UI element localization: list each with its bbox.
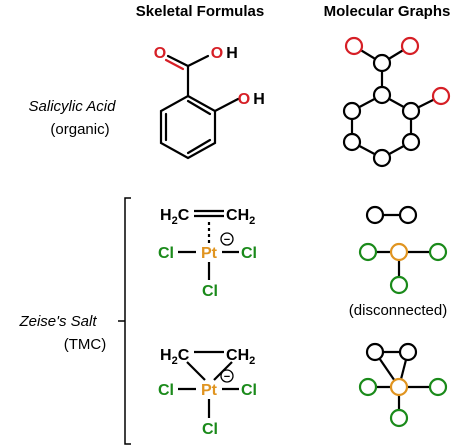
chlorine-bottom-label: Cl [202, 421, 218, 438]
phenol-hydrogen-label: H [253, 91, 265, 108]
header-molecular-graphs: Molecular Graphs [324, 3, 451, 20]
ethylene-carbon-right-label: CH2 [226, 207, 255, 227]
negative-charge-icon [220, 369, 234, 383]
graph-node-carbon [398, 342, 418, 362]
ring-carbon-left-label: H2C [160, 347, 190, 367]
graph-node-carbon [398, 205, 418, 225]
chlorine-left-label: Cl [158, 245, 174, 262]
zeise-graph-connected [358, 342, 448, 428]
graph-node-oxygen [431, 86, 451, 106]
carboxyl-hydroxyl-oxygen-label: O [211, 45, 223, 62]
chlorine-right-label: Cl [241, 382, 257, 399]
zeise-skeletal-metallacycle: H2C CH2 Pt Cl Cl Cl − [158, 347, 257, 438]
header-skeletal-formulas: Skeletal Formulas [136, 3, 264, 20]
negative-charge-icon [220, 232, 234, 246]
zeise-category-label: (TMC) [64, 336, 106, 353]
graph-node-carbon [372, 53, 392, 73]
graph-node-oxygen [400, 36, 420, 56]
graph-node-chlorine [389, 275, 409, 295]
graph-node-carbon [342, 132, 362, 152]
graph-node-carbon [365, 342, 385, 362]
negative-charge-sign: − [224, 234, 230, 246]
carboxyl-hydrogen-label: H [226, 45, 238, 62]
zeise-graph-disconnected [358, 205, 448, 295]
salicylic-category-label: (organic) [50, 121, 109, 138]
carboxyl-oxygen-label: O [154, 45, 166, 62]
salicylic-acid-label: Salicylic Acid [29, 98, 117, 115]
negative-charge-sign: − [224, 371, 230, 383]
graph-node-chlorine [428, 242, 448, 262]
graph-node-chlorine [358, 242, 378, 262]
graph-node-oxygen [344, 36, 364, 56]
chlorine-left-label: Cl [158, 382, 174, 399]
chlorine-bottom-label: Cl [202, 283, 218, 300]
platinum-label: Pt [201, 382, 218, 399]
zeise-bracket [118, 197, 131, 445]
phenol-oxygen-label: O [238, 91, 250, 108]
pt-carbon-bond-left [186, 361, 206, 381]
graph-node-carbon [342, 101, 362, 121]
zeise-salt-label: Zeise's Salt [18, 313, 97, 330]
graph-node-chlorine [428, 377, 448, 397]
salicylic-acid-skeletal [159, 54, 240, 160]
salicylic-acid-graph [342, 36, 451, 168]
ring-carbon-right-label: CH2 [226, 347, 255, 367]
ethylene-carbon-left-label: H2C [160, 207, 190, 227]
zeise-skeletal-disconnected: H2C CH2 Pt Cl Cl Cl − [158, 207, 257, 300]
chlorine-right-label: Cl [241, 245, 257, 262]
graph-node-carbon [365, 205, 385, 225]
disconnected-label: (disconnected) [349, 302, 447, 319]
platinum-label: Pt [201, 245, 218, 262]
graph-node-carbon [401, 101, 421, 121]
graph-node-carbon [372, 85, 392, 105]
graph-node-carbon [401, 132, 421, 152]
graph-node-carbon [372, 148, 392, 168]
graph-node-chlorine [389, 408, 409, 428]
graph-node-platinum [389, 242, 409, 262]
graph-node-chlorine [358, 377, 378, 397]
graph-node-platinum [389, 377, 409, 397]
